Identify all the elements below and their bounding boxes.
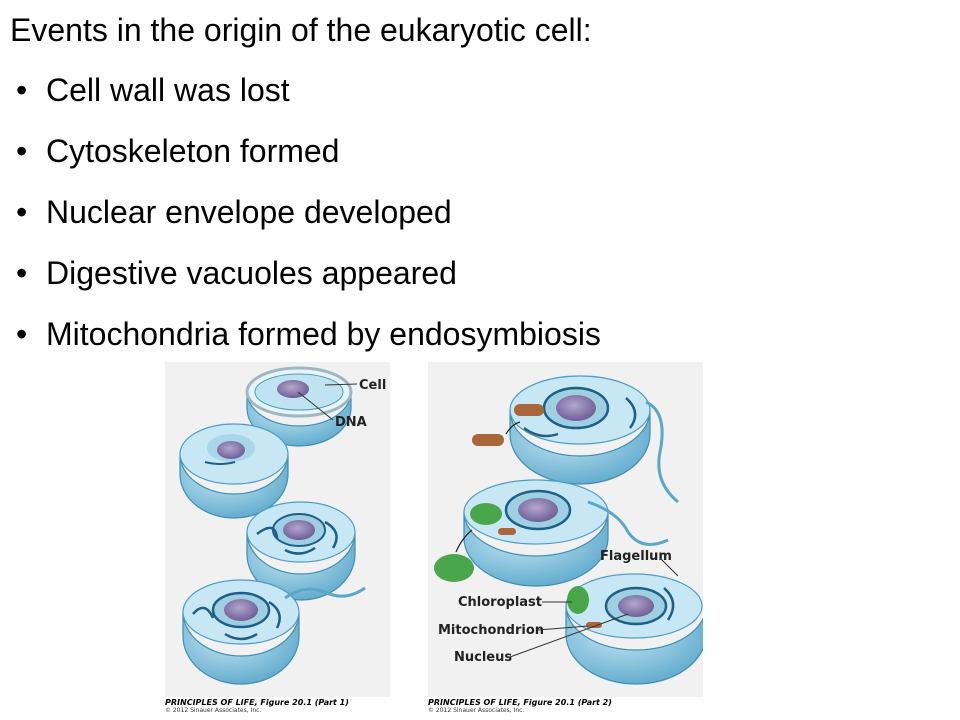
mitochondrion-leader-line bbox=[537, 625, 589, 631]
dna-label: DNA bbox=[335, 415, 367, 430]
cell-wall-leader-line bbox=[324, 383, 358, 386]
bullet-dot: • bbox=[16, 316, 28, 352]
event-list: • Cell wall was lost • Cytoskeleton formed… bbox=[16, 70, 601, 375]
bullet-item: • Digestive vacuoles appeared bbox=[16, 253, 601, 314]
flagellum bbox=[645, 400, 679, 504]
nucleus bbox=[283, 520, 315, 540]
mitochondrion bbox=[498, 528, 516, 535]
flagellum bbox=[587, 500, 669, 546]
engulf-arrow bbox=[455, 529, 473, 553]
engulf-arrow bbox=[505, 421, 521, 435]
prokaryote-cell bbox=[245, 366, 353, 447]
flagellated-cell bbox=[182, 579, 366, 685]
eukaryotic-cell bbox=[565, 573, 703, 685]
credit-title: PRINCIPLES OF LIFE, Figure 20.1 (Part 2) bbox=[428, 698, 612, 707]
bullet-dot: • bbox=[16, 255, 28, 291]
figure-cell-wall-loss: Cell wall DNA bbox=[165, 362, 390, 697]
free-mitochondrion bbox=[472, 434, 504, 446]
flagellum-label: Flagellum bbox=[600, 549, 672, 564]
figure-left-credit: PRINCIPLES OF LIFE, Figure 20.1 (Part 1)… bbox=[165, 698, 349, 715]
nucleus bbox=[224, 599, 258, 621]
flagellum-leader-line bbox=[659, 557, 679, 577]
cytoskeleton-cell bbox=[246, 501, 356, 601]
bullet-dot: • bbox=[16, 194, 28, 230]
credit-title: PRINCIPLES OF LIFE, Figure 20.1 (Part 1) bbox=[165, 698, 349, 707]
bullet-dot: • bbox=[16, 72, 28, 108]
nucleus bbox=[217, 441, 245, 459]
mitochondrion-label: Mitochondrion bbox=[438, 623, 544, 638]
chloroplast-label: Chloroplast bbox=[458, 595, 542, 610]
chloroplast bbox=[567, 586, 589, 614]
bullet-text: Cell wall was lost bbox=[46, 72, 290, 108]
mitochondrion bbox=[586, 622, 602, 628]
cell-engulfing-chloroplast bbox=[463, 479, 669, 587]
credit-copyright: © 2012 Sinauer Associates, Inc. bbox=[165, 707, 262, 714]
nucleus-leader-line bbox=[509, 613, 629, 658]
free-chloroplast bbox=[434, 554, 474, 582]
bullet-text: Digestive vacuoles appeared bbox=[46, 255, 457, 291]
mitochondrion bbox=[514, 404, 544, 416]
figure-right-credit: PRINCIPLES OF LIFE, Figure 20.1 (Part 2)… bbox=[428, 698, 612, 715]
dna-leader-line bbox=[297, 391, 334, 421]
nucleus bbox=[618, 595, 654, 617]
bullet-item: • Nuclear envelope developed bbox=[16, 192, 601, 253]
cell-wall-label: Cell wall bbox=[359, 378, 390, 393]
dna-region bbox=[277, 380, 309, 398]
nucleus bbox=[518, 498, 558, 522]
bullet-text: Nuclear envelope developed bbox=[46, 194, 452, 230]
bullet-dot: • bbox=[16, 133, 28, 169]
nucleus bbox=[556, 395, 596, 421]
cell-wall-lost-cell bbox=[179, 423, 289, 519]
bullet-item: • Cell wall was lost bbox=[16, 70, 601, 131]
cell-engulfing-mitochondrion bbox=[509, 375, 679, 504]
bullet-text: Mitochondria formed by endosymbiosis bbox=[46, 316, 601, 352]
figure-endosymbiosis: Flagellum Chloroplast Mitochondrion Nucl… bbox=[428, 362, 703, 697]
bullet-text: Cytoskeleton formed bbox=[46, 133, 340, 169]
slide-title: Events in the origin of the eukaryotic c… bbox=[10, 12, 592, 48]
chloroplast bbox=[470, 503, 502, 525]
nucleus-label: Nucleus bbox=[454, 650, 512, 665]
credit-copyright: © 2012 Sinauer Associates, Inc. bbox=[428, 707, 525, 714]
bullet-item: • Mitochondria formed by endosymbiosis bbox=[16, 314, 601, 375]
flagellum bbox=[284, 586, 366, 600]
bullet-item: • Cytoskeleton formed bbox=[16, 131, 601, 192]
